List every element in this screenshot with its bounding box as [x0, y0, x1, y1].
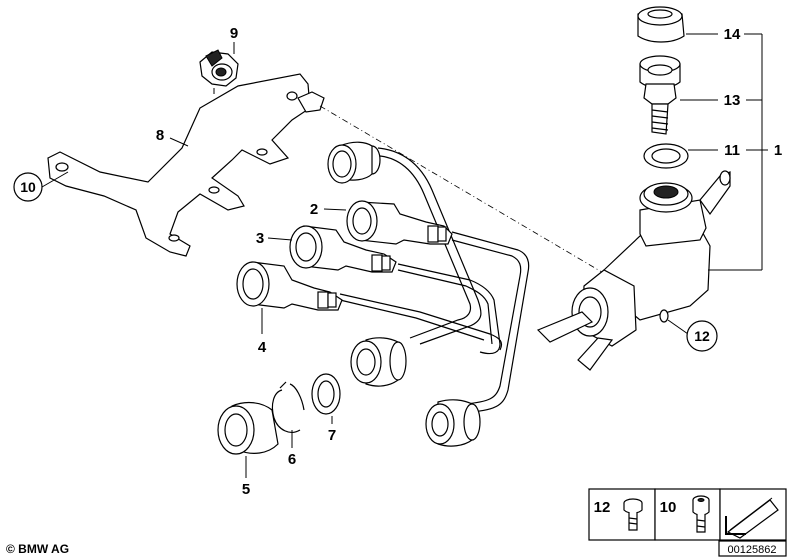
bush-part-5	[217, 401, 279, 455]
hose-part-2	[346, 200, 453, 245]
callout-12: 12	[694, 328, 710, 344]
part-number: 00125862	[728, 544, 777, 556]
hose-part-4	[236, 261, 343, 311]
legend-label-b: 10	[660, 499, 677, 516]
cap-part-14	[637, 6, 685, 43]
arrow-icon	[725, 497, 779, 539]
callout-labels: 8 9 10 2 3 4 5 6 7 14 13 11 1 12	[13, 25, 782, 498]
part-number-box	[718, 540, 787, 557]
leader-lines	[41, 33, 768, 478]
callout-1: 1	[774, 142, 782, 159]
callout-14: 14	[724, 26, 741, 43]
callout-6: 6	[288, 451, 296, 468]
callout-13: 13	[724, 92, 741, 109]
callout-9: 9	[230, 25, 238, 42]
clip-part-9	[199, 49, 239, 94]
ring-part-7	[311, 373, 341, 415]
legend-cell-b	[654, 488, 721, 541]
callout-3: 3	[256, 230, 264, 247]
callout-10-circle	[13, 172, 43, 202]
bolt-icon-b	[692, 495, 710, 533]
axis-line	[319, 105, 613, 279]
grommet-bottom	[425, 399, 481, 447]
legend-cell-a	[588, 488, 656, 541]
hose-part-3	[289, 225, 397, 273]
callout-10: 10	[20, 179, 36, 195]
screw-part-13	[639, 55, 681, 135]
washer-part-11	[643, 143, 689, 169]
bolt-icon-a	[623, 498, 643, 531]
circlip-part-6	[271, 381, 305, 433]
bracket-part-8	[47, 73, 325, 257]
brake-lines	[339, 147, 530, 413]
copyright-text: © BMW AG	[6, 542, 69, 556]
valve-housing	[536, 170, 731, 371]
legend-label-a: 12	[594, 499, 611, 516]
callout-11: 11	[724, 142, 740, 159]
callout-12-circle	[686, 320, 718, 352]
callout-2: 2	[310, 201, 318, 218]
callout-4: 4	[258, 339, 267, 356]
callout-8: 8	[156, 127, 164, 144]
legend-box: 12 10 00125862	[588, 488, 787, 557]
callout-7: 7	[328, 427, 336, 444]
callout-5: 5	[242, 481, 250, 498]
grommet-top	[327, 141, 381, 184]
grommet-middle	[350, 337, 407, 387]
